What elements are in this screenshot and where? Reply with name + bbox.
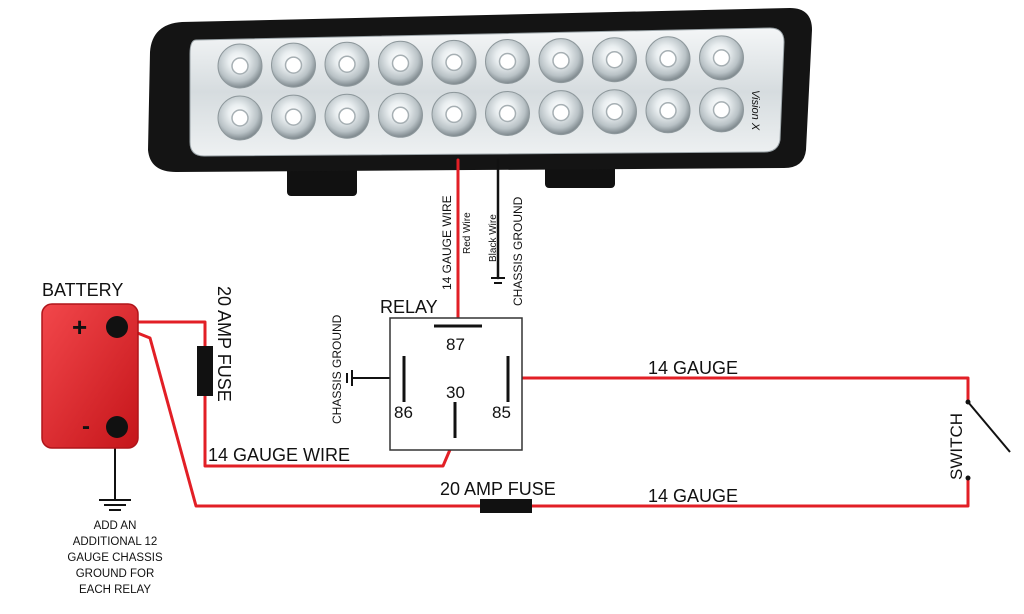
led-emitter [659, 102, 677, 120]
ground-note-line: ADDITIONAL 12 [73, 536, 158, 548]
relay: RELAY 87 86 30 85 CHASSIS GROUND [330, 297, 523, 451]
light-bar: Vision X [148, 8, 812, 196]
led-emitter [659, 50, 677, 68]
switch: SWITCH [947, 399, 1011, 481]
ground-symbol-battery [99, 499, 131, 511]
light-ground-label: CHASSIS GROUND [511, 196, 525, 306]
battery: BATTERY + - [41, 280, 139, 449]
svg-text:Vision X: Vision X [749, 90, 761, 131]
ground-note-line: GROUND FOR [76, 568, 155, 580]
led-array [217, 35, 744, 141]
led-emitter [605, 102, 624, 121]
relay-label: RELAY [380, 297, 438, 317]
ground-note: ADD AN ADDITIONAL 12 GAUGE CHASSIS GROUN… [67, 520, 163, 596]
led-emitter [338, 107, 356, 125]
relay-pin-86-label: 86 [394, 403, 413, 422]
wire-battery-to-switch-label: 14 GAUGE [648, 486, 738, 506]
led-emitter [231, 57, 249, 75]
switch-contact-top [965, 399, 971, 405]
light-wire-color-label: Red Wire [462, 212, 473, 254]
light-ground-color-label: Black Wire [488, 214, 499, 262]
relay-pin-85-label: 85 [492, 403, 511, 422]
wires [114, 158, 970, 508]
led-emitter [552, 103, 570, 122]
wire-relay-85-to-switch [506, 376, 970, 404]
battery-body [41, 303, 139, 449]
led-emitter [552, 51, 570, 70]
ground-note-line: EACH RELAY [79, 584, 151, 596]
ground-symbol-light [491, 277, 505, 284]
led-emitter [445, 53, 463, 72]
relay-ground-label: CHASSIS GROUND [330, 314, 344, 424]
switch-lever [967, 401, 1011, 453]
battery-negative-label: - [82, 413, 90, 440]
led-emitter [498, 52, 517, 71]
led-emitter [712, 49, 731, 67]
wire-fuse-to-relay-label: 14 GAUGE WIRE [208, 445, 350, 465]
relay-pin-87-label: 87 [446, 335, 465, 354]
switch-contact-bottom [965, 475, 971, 481]
fuse-bottom-label: 20 AMP FUSE [440, 479, 556, 499]
battery-negative-terminal [106, 416, 128, 438]
led-emitter [498, 104, 517, 123]
light-wire-gauge-label: 14 GAUGE WIRE [440, 195, 454, 290]
led-emitter [712, 101, 731, 119]
led-emitter [391, 106, 410, 125]
fuse-left [197, 346, 213, 396]
ground-note-line: ADD AN [94, 520, 137, 532]
led-emitter [391, 54, 410, 73]
ground-symbol-relay [346, 370, 353, 386]
fuse-bottom [480, 499, 532, 513]
switch-label: SWITCH [947, 413, 966, 480]
led-emitter [605, 50, 624, 69]
led-emitter [338, 55, 356, 73]
battery-positive-terminal [106, 316, 128, 338]
led-emitter [284, 56, 303, 74]
fuse-left-label: 20 AMP FUSE [214, 286, 234, 402]
led-emitter [445, 105, 463, 124]
wire-battery-to-switch [128, 328, 970, 508]
battery-positive-label: + [72, 312, 87, 342]
light-bar-lens [189, 27, 785, 157]
relay-pin-30-label: 30 [446, 383, 465, 402]
ground-note-line: GAUGE CHASSIS [67, 552, 163, 564]
wire-relay-to-switch-label: 14 GAUGE [648, 358, 738, 378]
led-emitter [231, 109, 249, 127]
led-emitter [284, 108, 303, 126]
wire-battery-to-fuse [128, 320, 207, 348]
battery-label: BATTERY [42, 280, 123, 300]
brand-logo: Vision X [749, 90, 761, 131]
